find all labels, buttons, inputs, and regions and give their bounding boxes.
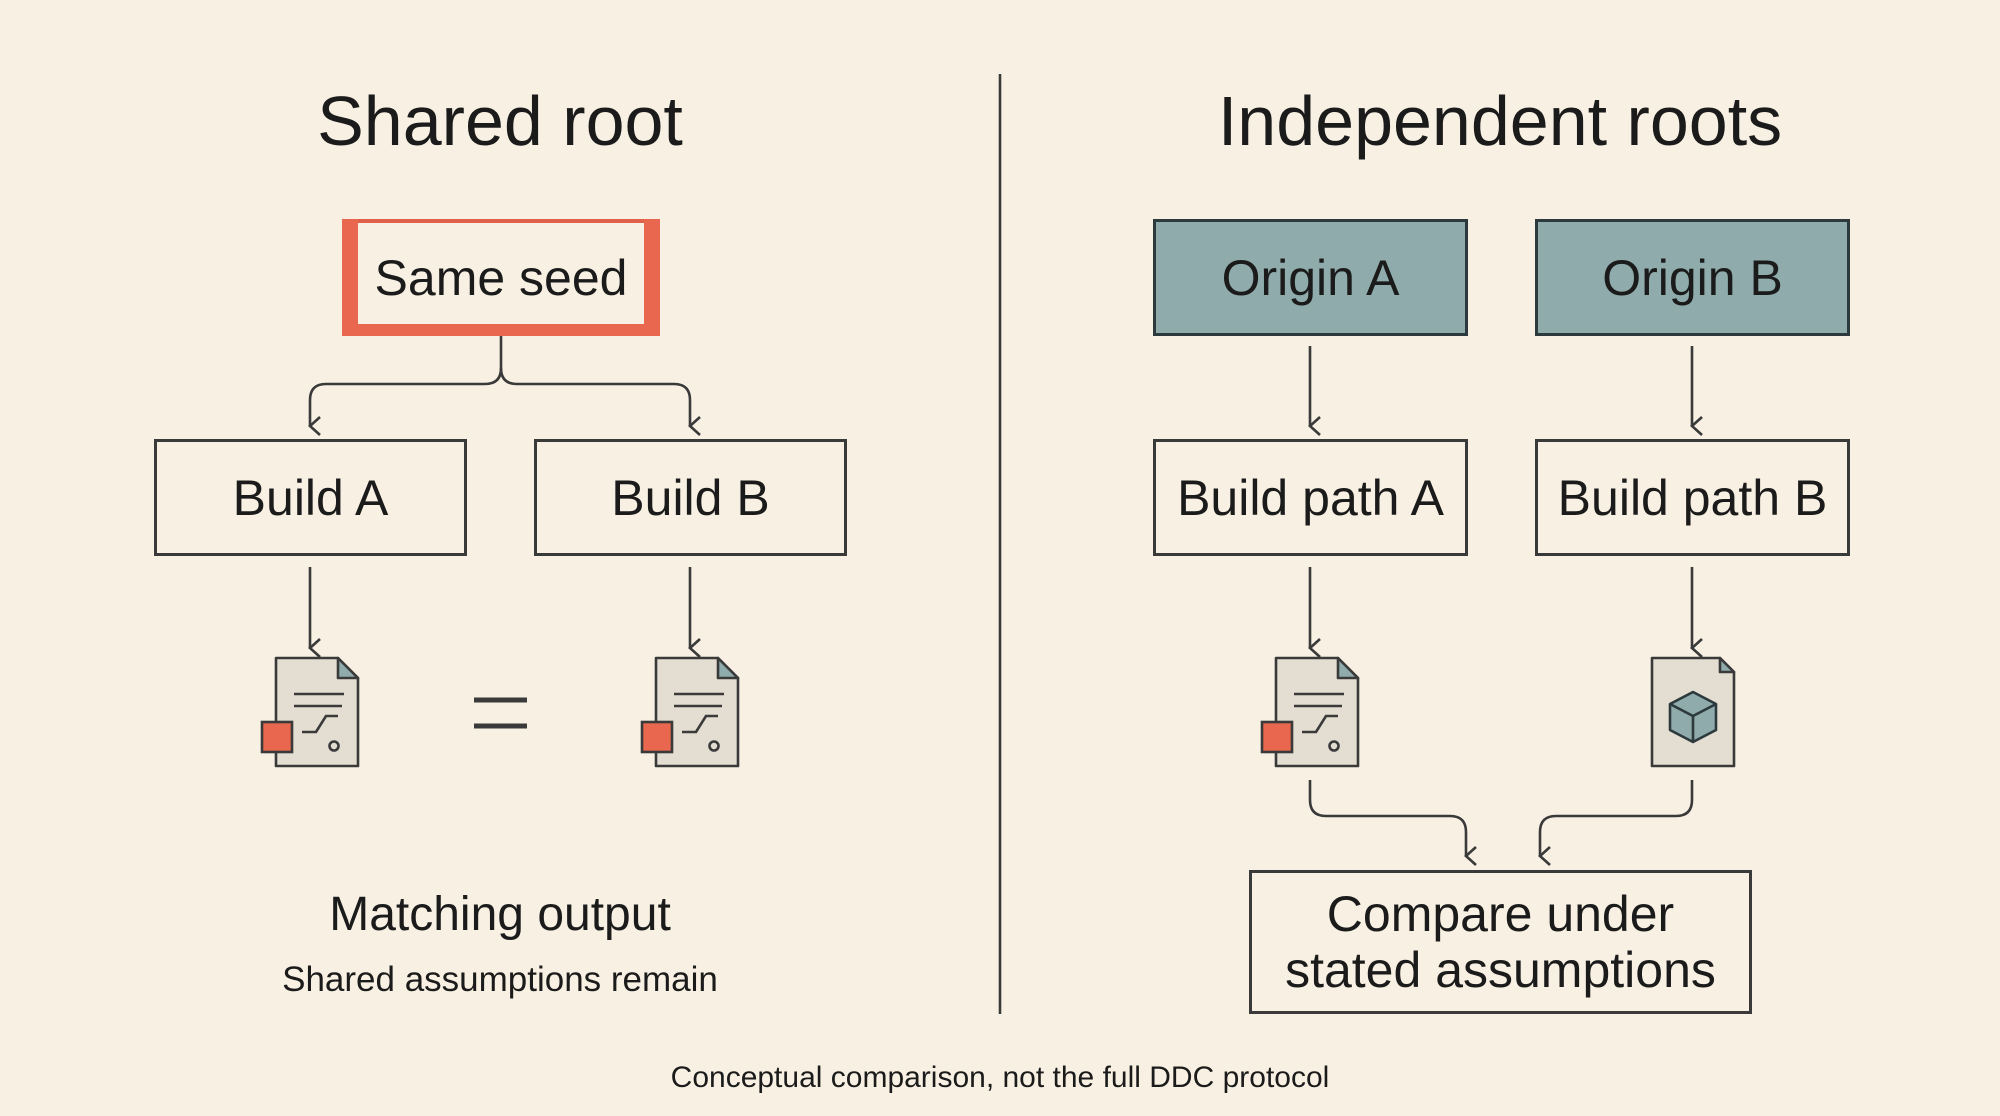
- cube-icon: [1650, 656, 1736, 768]
- build-path-b-box: Build path B: [1535, 439, 1850, 556]
- arrow-seed-to-build-a: [308, 336, 503, 436]
- seed-label: Same seed: [374, 249, 628, 306]
- origin-b-box: Origin B: [1535, 219, 1850, 336]
- arrow-output-b-to-compare: [1538, 780, 1694, 866]
- footer-note: Conceptual comparison, not the full DDC …: [670, 1061, 1330, 1094]
- equals-sign: [474, 697, 527, 729]
- build-b-box: Build B: [534, 439, 847, 556]
- compare-line-2: stated assumptions: [1285, 942, 1716, 998]
- result-title: Matching output: [329, 888, 671, 941]
- result-subtitle: Shared assumptions remain: [282, 960, 718, 999]
- document-icon: [640, 656, 740, 768]
- left-title: Shared root: [317, 82, 683, 160]
- build-a-box: Build A: [154, 439, 467, 556]
- origin-b-label: Origin B: [1602, 249, 1783, 306]
- build-path-a-label: Build path A: [1177, 469, 1444, 526]
- seed-box: Same seed: [342, 219, 660, 336]
- compare-line-1: Compare under: [1326, 886, 1675, 942]
- seed-left-accent: [342, 219, 358, 336]
- compare-box: Compare under stated assumptions: [1249, 870, 1752, 1014]
- seed-bottom-accent: [342, 324, 660, 336]
- right-title: Independent roots: [1217, 82, 1783, 160]
- origin-a-box: Origin A: [1153, 219, 1468, 336]
- build-b-label: Build B: [611, 469, 770, 526]
- document-icon: [1260, 656, 1360, 768]
- arrow-seed-to-build-b: [499, 367, 701, 436]
- seed-right-accent: [644, 219, 660, 336]
- build-path-b-label: Build path B: [1557, 469, 1828, 526]
- document-icon: [260, 656, 360, 768]
- origin-a-label: Origin A: [1221, 249, 1400, 306]
- build-a-label: Build A: [232, 469, 389, 526]
- arrow-output-a-to-compare: [1308, 780, 1477, 866]
- build-path-a-box: Build path A: [1153, 439, 1468, 556]
